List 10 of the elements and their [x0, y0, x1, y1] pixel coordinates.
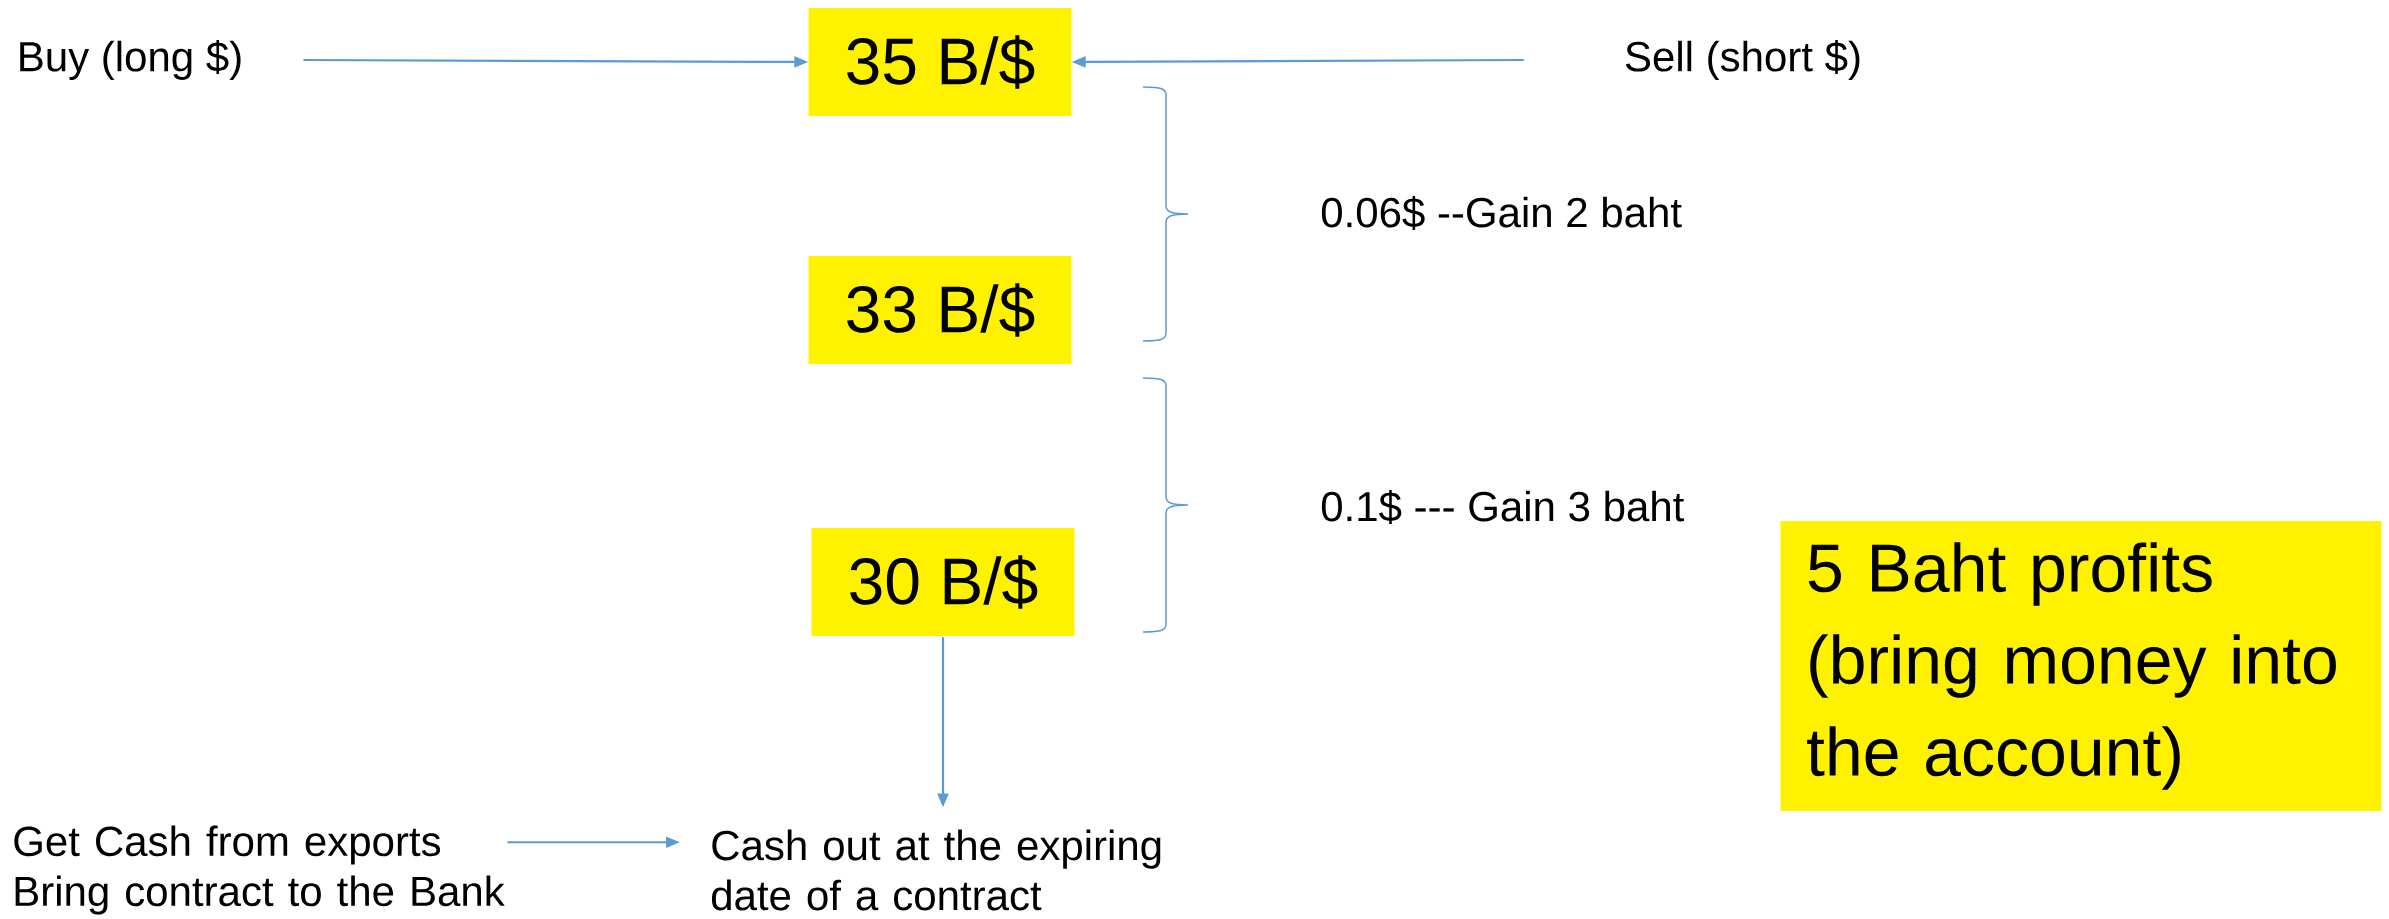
text-label: Get Cash from exports Bring contract to the Bank [14, 825, 505, 915]
rate-box: 33 B/$ [808, 256, 1072, 364]
text-label: Buy (long $) [20, 40, 241, 80]
profit-box: 5 Baht profits (bring money into the account) [1780, 521, 2382, 811]
text-label: Sell (short $) [1625, 40, 1860, 80]
annotation-text: 0.1$ --- Gain 3 baht [1321, 490, 1685, 524]
rate-box: 35 B/$ [808, 8, 1072, 116]
text-label: Cash out at the expiring date of a contract [711, 829, 1161, 911]
annotation-text: 0.06$ --Gain 2 baht [1321, 196, 1682, 230]
rate-box: 30 B/$ [811, 528, 1075, 636]
